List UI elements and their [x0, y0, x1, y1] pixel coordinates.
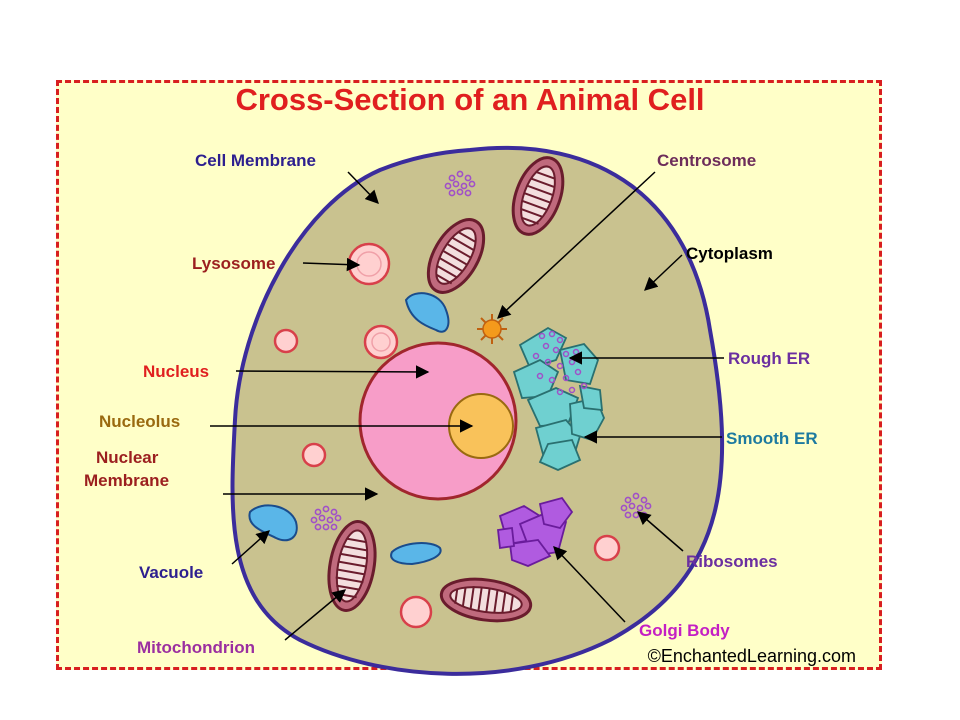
- vacuole: [404, 292, 450, 333]
- nucleus: [358, 341, 518, 501]
- pointer-centrosome: [497, 171, 656, 319]
- label-rough-er: Rough ER: [728, 349, 810, 368]
- credit-text: ©EnchantedLearning.com: [648, 646, 856, 666]
- lysosome: [273, 328, 299, 354]
- label-nucleolus: Nucleolus: [99, 412, 180, 431]
- label-centrosome: Centrosome: [657, 151, 756, 170]
- mitochondrion: [327, 520, 377, 612]
- pointer-cytoplasm: [644, 254, 683, 291]
- label-nuclear-membrane-line1: Nuclear: [96, 448, 159, 467]
- label-nucleus: Nucleus: [143, 362, 209, 381]
- label-cell-membrane: Cell Membrane: [195, 151, 316, 170]
- mitochondrion: [511, 156, 565, 236]
- vacuole: [248, 504, 298, 542]
- pointer-vacuole: [231, 530, 271, 565]
- label-mitochondrion: Mitochondrion: [137, 638, 255, 657]
- vacuole: [390, 542, 442, 566]
- mitochondrion: [439, 577, 533, 623]
- pointer-golgi-body: [553, 546, 626, 623]
- label-smooth-er: Smooth ER: [726, 429, 818, 448]
- pointer-mitochondrion: [284, 589, 347, 641]
- ribosome-cluster-top: [444, 170, 476, 197]
- ribosome-cluster-left: [310, 505, 342, 531]
- label-lysosome: Lysosome: [192, 254, 275, 273]
- label-vacuole: Vacuole: [139, 563, 203, 582]
- diagram-title: Cross-Section of an Animal Cell: [235, 82, 704, 117]
- lysosome: [301, 442, 327, 468]
- centrosome: [477, 314, 507, 344]
- label-cytoplasm: Cytoplasm: [686, 244, 773, 263]
- golgi-body: [497, 496, 574, 567]
- label-golgi-body: Golgi Body: [639, 621, 730, 640]
- pointer-cell-membrane: [347, 171, 379, 204]
- mitochondrion: [426, 218, 486, 294]
- label-nuclear-membrane-line2: Membrane: [84, 471, 169, 490]
- pointer-lines: [210, 171, 724, 641]
- label-ribosomes: Ribosomes: [686, 552, 778, 571]
- lysosome: [347, 242, 391, 286]
- lysosome: [363, 324, 399, 360]
- lysosome: [593, 534, 621, 562]
- lysosome: [399, 595, 433, 629]
- pointer-nucleus: [235, 365, 430, 379]
- pointer-lysosome: [302, 257, 361, 272]
- pointer-ribosomes: [636, 511, 684, 552]
